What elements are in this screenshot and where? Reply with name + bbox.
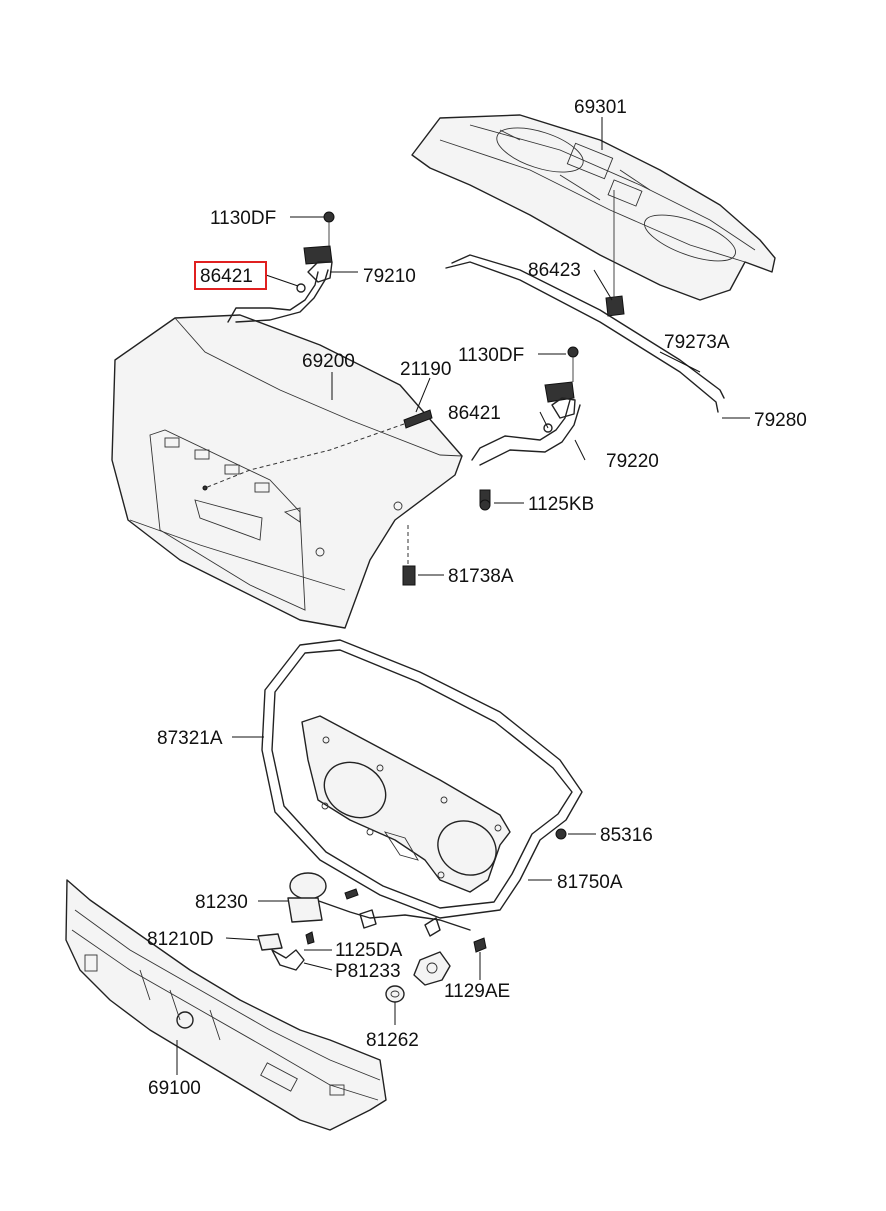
trunk-hinge-left <box>227 211 335 323</box>
bolt-21190 <box>202 409 433 491</box>
latch-actuator-81210d <box>257 931 315 971</box>
trunk-lid-outer-panel <box>111 314 463 629</box>
label-p81233: P81233 <box>335 961 401 982</box>
label-86421-highlighted: 86421 <box>200 266 253 287</box>
part-labels: 69301 1130DF 86421 79210 86423 79273A 69… <box>147 97 807 1099</box>
label-69100: 69100 <box>148 1078 201 1099</box>
label-79273a: 79273A <box>664 332 730 353</box>
clip-86423 <box>605 190 625 317</box>
label-1125da: 1125DA <box>335 940 403 961</box>
label-69200: 69200 <box>302 351 355 372</box>
trunk-latch-81230 <box>287 872 359 923</box>
leader-lines <box>176 117 750 1075</box>
bolt-1125kb <box>479 489 491 511</box>
grommet-81262 <box>385 985 405 1003</box>
label-69301: 69301 <box>574 97 627 118</box>
trunk-hinge-right <box>471 346 581 466</box>
clip-85316 <box>555 828 567 840</box>
label-21190: 21190 <box>400 359 451 380</box>
back-panel <box>65 879 387 1131</box>
label-81262: 81262 <box>366 1030 419 1051</box>
rear-package-tray-panel <box>411 114 776 301</box>
label-79220: 79220 <box>606 451 659 472</box>
label-1125kb: 1125KB <box>528 494 594 515</box>
label-1129ae: 1129AE <box>444 981 510 1002</box>
highlight-box <box>194 261 267 290</box>
label-86421-right: 86421 <box>448 403 501 424</box>
label-81210d: 81210D <box>147 929 214 950</box>
label-79280: 79280 <box>754 410 807 431</box>
label-87321a: 87321A <box>157 728 223 749</box>
label-81738a: 81738A <box>448 566 514 587</box>
latch-cable <box>315 899 471 937</box>
label-81750a: 81750A <box>557 872 623 893</box>
label-85316: 85316 <box>600 825 653 846</box>
label-81230: 81230 <box>195 892 248 913</box>
bumper-stop-81738a <box>402 525 416 586</box>
label-1130df-top: 1130DF <box>210 208 276 229</box>
lock-cylinder-assembly <box>413 937 487 986</box>
trunk-lid-inner-panel <box>301 715 511 893</box>
weatherstrip-seal <box>261 639 583 919</box>
torsion-bar-rods <box>445 254 725 413</box>
label-86423: 86423 <box>528 260 581 281</box>
label-79210: 79210 <box>363 266 416 287</box>
label-1130df-right: 1130DF <box>458 345 524 366</box>
